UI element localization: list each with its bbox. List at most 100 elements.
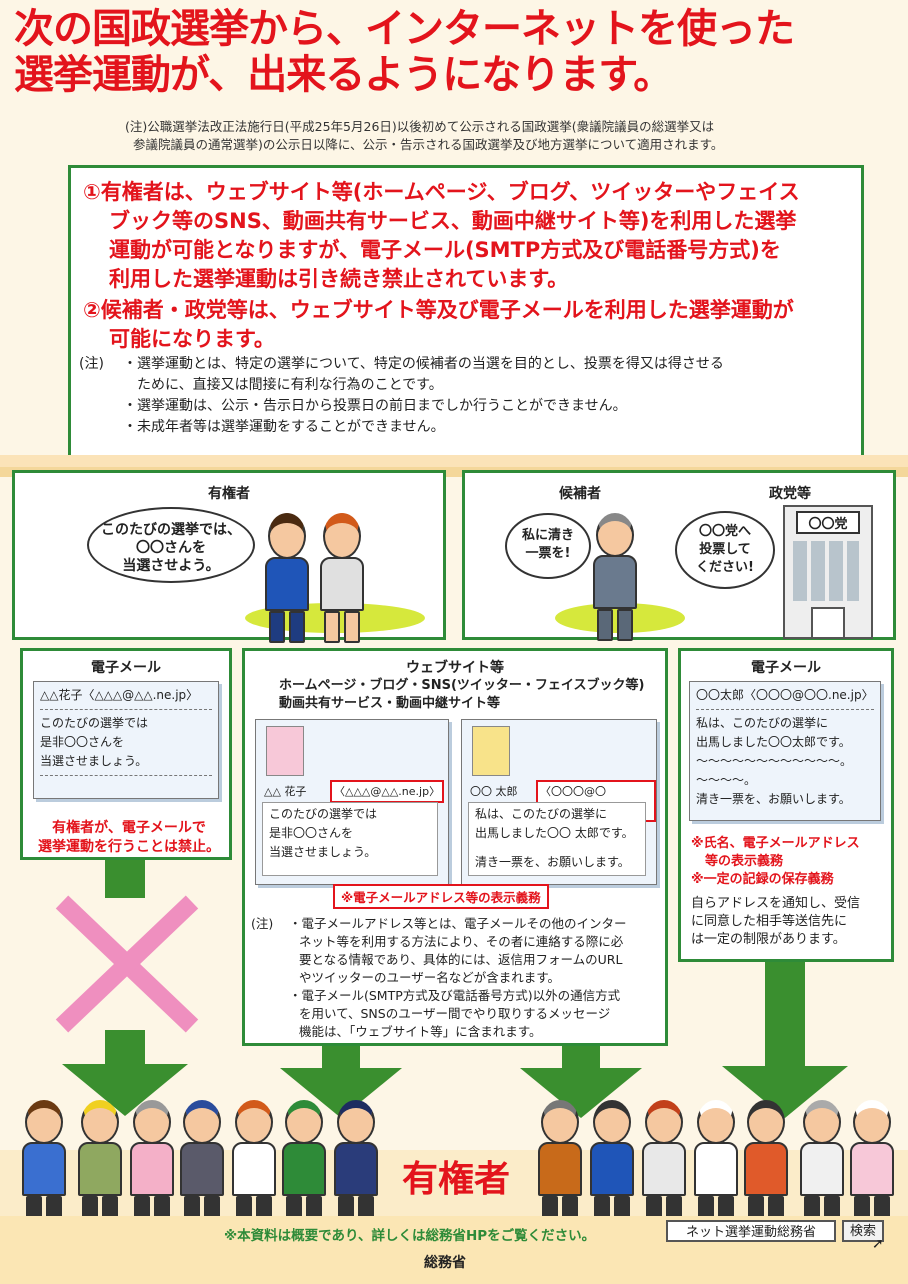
note-1b: ために、直接又は間接に有利な行為のことです。: [137, 377, 443, 393]
point-1-line1: ①有権者は、ウェブサイト等(ホームページ、ブログ、ツイッターやフェイス: [83, 180, 800, 204]
voter-card-body1: このたびの選挙では: [269, 807, 378, 821]
candidate-card-body1: 私は、このたびの選挙に: [475, 807, 608, 821]
center-left-arrow-stem: [322, 1046, 360, 1070]
building-door: [811, 607, 845, 639]
party-title: 政党等: [769, 486, 811, 502]
crowd-person-figure: [800, 1100, 844, 1228]
point-2-line2: 可能になります。: [109, 327, 275, 351]
website-sub1: ホームページ・ブログ・SNS(ツイッター・フェイスブック等): [279, 678, 645, 693]
band: [0, 455, 908, 467]
left-connector: [105, 860, 145, 898]
crowd-person-figure: [232, 1100, 276, 1228]
right-duty-3: ※一定の記録の保存義務: [691, 872, 834, 887]
candidate-avatar: [472, 726, 510, 776]
search-input[interactable]: ネット選挙運動総務省: [666, 1220, 836, 1242]
headline-line1: 次の国政選挙から、インターネットを使った: [14, 6, 795, 52]
footer-note: ※本資料は概要であり、詳しくは総務省HPをご覧ください。: [224, 1228, 596, 1244]
right-duty-1: ※氏名、電子メールアドレス: [691, 836, 860, 851]
crowd-person-figure: [590, 1100, 634, 1228]
bottom-voters-label: 有権者: [401, 1159, 510, 1200]
web-note-1d: やツイッターのユーザー名などが含まれます。: [299, 970, 561, 985]
right-email-body5: 清き一票を、お願いします。: [696, 792, 851, 806]
left-email-panel: 電子メール △△花子〈△△△@△△.ne.jp〉 このたびの選挙では 是非〇〇さ…: [20, 648, 232, 860]
right-email-note: 自らアドレスを通知し、受信 に同意した相手等送信先に は一定の制限があります。: [691, 895, 891, 949]
left-email-card: △△花子〈△△△@△△.ne.jp〉 このたびの選挙では 是非〇〇さんを 当選さ…: [33, 681, 219, 799]
crowd-person-figure: [22, 1100, 66, 1228]
left-email-warning: 有権者が、電子メールで 選挙運動を行うことは禁止。: [29, 819, 229, 857]
right-email-panel: 電子メール 〇〇太郎〈〇〇〇@〇〇.ne.jp〉 私は、このたびの選挙に 出馬し…: [678, 648, 894, 962]
voter-man-figure: [265, 513, 309, 643]
party-speech-bubble: 〇〇党へ 投票して ください!: [675, 511, 775, 589]
left-arrow-head: [62, 1064, 188, 1116]
right-email-body1: 私は、このたびの選挙に: [696, 716, 829, 730]
main-summary-box: ①有権者は、ウェブサイト等(ホームページ、ブログ、ツイッターやフェイス ブック等…: [68, 165, 864, 463]
notes-label: (注): [79, 356, 104, 372]
voter-woman-figure: [320, 513, 364, 643]
voter-card-name: △△ 花子: [264, 785, 307, 798]
candidate-title: 候補者: [559, 486, 601, 502]
left-warning-1: 有権者が、電子メールで: [52, 820, 206, 836]
party-bubble-line2: 投票して: [699, 542, 751, 557]
right-email-card: 〇〇太郎〈〇〇〇@〇〇.ne.jp〉 私は、このたびの選挙に 出馬しました〇〇太…: [689, 681, 881, 821]
website-notes: (注)・電子メールアドレス等とは、電子メールその他のインター ネット等を利用する…: [251, 915, 661, 1041]
candidate-card-body: 私は、このたびの選挙に 出馬しました〇〇 太郎です。 清き一票を、お願いします。: [468, 802, 646, 876]
candidate-card-name: 〇〇 太郎: [470, 785, 518, 798]
point-2-line1: ②候補者・政党等は、ウェブサイト等及び電子メールを利用した選挙運動が: [83, 298, 794, 322]
headline: 次の国政選挙から、インターネットを使った 選挙運動が、出来るようになります。: [14, 6, 904, 98]
right-email-body3: 〜〜〜〜〜〜〜〜〜〜〜〜。: [696, 754, 853, 768]
search-button[interactable]: 検索: [842, 1220, 884, 1242]
candidate-panel: 候補者 政党等 私に清き 一票を! 〇〇党へ 投票して ください! 〇〇党: [462, 470, 896, 641]
crowd-person-figure: [850, 1100, 894, 1228]
right-note-2: に同意した相手等送信先に: [691, 914, 848, 929]
left-warning-2: 選挙運動を行うことは禁止。: [38, 839, 220, 855]
top-note: (注)公職選挙法改正法施行日(平成25年5月26日)以後初めて公示される国政選挙…: [125, 118, 825, 154]
right-email-duties: ※氏名、電子メールアドレス 等の表示義務 ※一定の記録の保存義務: [691, 835, 891, 889]
web-note-1c: 要となる情報であり、具体的には、返信用フォームのURL: [299, 952, 623, 967]
right-email-address: 〇〇太郎〈〇〇〇@〇〇.ne.jp〉: [696, 688, 874, 702]
cursor-icon: ➚: [872, 1236, 884, 1252]
left-email-title: 電子メール: [91, 660, 161, 676]
point-1-line4: 利用した選挙運動は引き続き禁止されています。: [109, 267, 569, 291]
top-note-line1: (注)公職選挙法改正法施行日(平成25年5月26日)以後初めて公示される国政選挙…: [125, 119, 715, 134]
headline-line2: 選挙運動が、出来るようになります。: [14, 52, 673, 98]
website-panel: ウェブサイト等 ホームページ・ブログ・SNS(ツイッター・フェイスブック等) 動…: [242, 648, 668, 1046]
left-arrow-stem: [105, 1030, 145, 1066]
party-bubble-line1: 〇〇党へ: [698, 524, 751, 539]
website-sub2: 動画共有サービス・動画中継サイト等: [279, 696, 501, 711]
voter-avatar: [266, 726, 304, 776]
bubble-line1: このたびの選挙では、: [101, 522, 241, 538]
prohibited-x-icon: [55, 895, 199, 1033]
band-2: [0, 467, 908, 477]
top-note-line2: 参議院議員の通常選挙)の公示日以降に、公示・告示される国政選挙及び地方選挙につい…: [133, 137, 724, 152]
website-candidate-card: 〇〇 太郎 〈〇〇〇@〇〇.ne.jp〉 私は、このたびの選挙に 出馬しました〇…: [461, 719, 657, 885]
crowd-person-figure: [78, 1100, 122, 1228]
voter-card-address: 〈△△△@△△.ne.jp〉: [330, 780, 445, 803]
crowd-person-figure: [180, 1100, 224, 1228]
left-email-body3: 当選させましょう。: [40, 754, 148, 768]
candidate-card-body3: 清き一票を、お願いします。: [475, 855, 630, 869]
website-voter-card: △△ 花子 〈△△△@△△.ne.jp〉 このたびの選挙では 是非〇〇さんを 当…: [255, 719, 449, 885]
note-2: ・選挙運動は、公示・告示日から投票日の前日までしか行うことができません。: [123, 398, 627, 414]
candidate-figure: [593, 513, 637, 641]
bubble-line3: 当選させよう。: [122, 558, 220, 574]
right-duty-2: 等の表示義務: [705, 854, 784, 869]
crowd-person-figure: [538, 1100, 582, 1228]
voters-speech-bubble: このたびの選挙では、 〇〇さんを 当選させよう。: [87, 507, 255, 583]
candidate-speech-bubble: 私に清き 一票を!: [505, 513, 591, 579]
crowd-person-figure: [334, 1100, 378, 1228]
voter-card-body3: 当選させましょう。: [269, 845, 377, 859]
crowd-person-figure: [130, 1100, 174, 1228]
candidate-card-body2: 出馬しました〇〇 太郎です。: [475, 826, 634, 840]
right-note-1: 自らアドレスを通知し、受信: [691, 896, 861, 911]
bubble-line2: 〇〇さんを: [136, 540, 206, 556]
crowd-person-figure: [694, 1100, 738, 1228]
note-3: ・未成年者等は選挙運動をすることができません。: [123, 419, 445, 435]
crowd-person-figure: [282, 1100, 326, 1228]
web-note-2c: 機能は、「ウェブサイト等」に含まれます。: [299, 1024, 542, 1039]
point-1: ①有権者は、ウェブサイト等(ホームページ、ブログ、ツイッターやフェイス ブック等…: [83, 178, 843, 294]
voter-card-body: このたびの選挙では 是非〇〇さんを 当選させましょう。: [262, 802, 438, 876]
cand-bubble-line2: 一票を!: [525, 546, 571, 561]
point-2: ②候補者・政党等は、ウェブサイト等及び電子メールを利用した選挙運動が 可能になり…: [83, 296, 843, 354]
left-email-address: △△花子〈△△△@△△.ne.jp〉: [40, 688, 199, 702]
center-right-arrow-stem: [562, 1046, 600, 1070]
